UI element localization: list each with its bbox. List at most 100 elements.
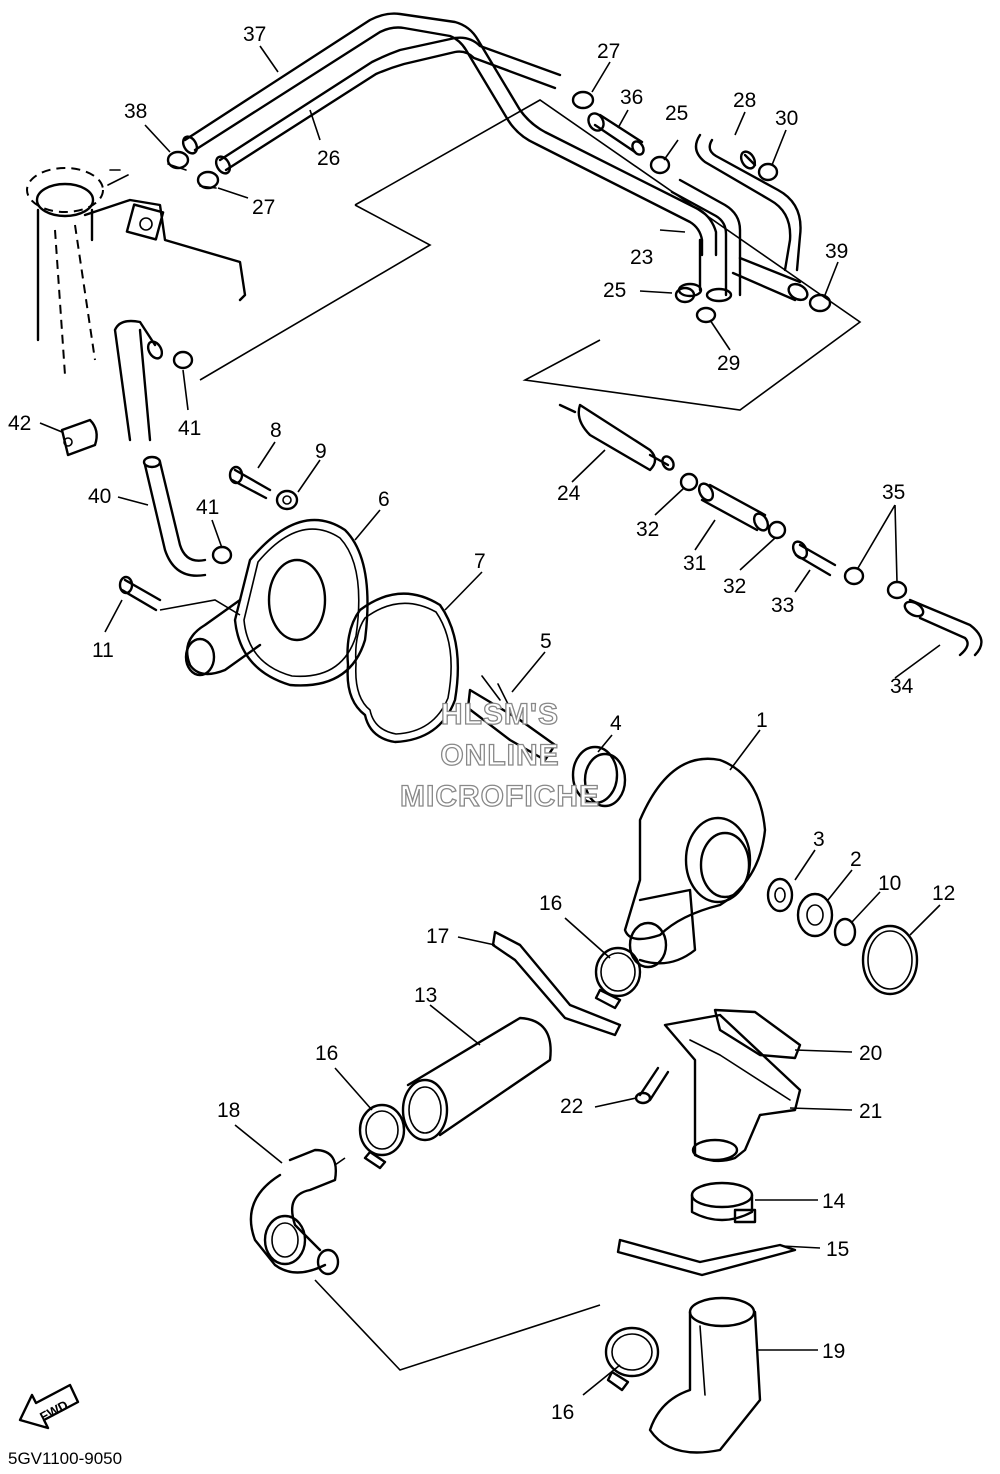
clamp-39 xyxy=(808,293,832,313)
callout-label: 25 xyxy=(665,102,688,125)
clamp-25a xyxy=(649,155,671,175)
callout-label: 25 xyxy=(603,279,626,302)
callout-label: 33 xyxy=(771,594,794,617)
clamp-16-lower xyxy=(604,1326,660,1392)
callout-label: 2 xyxy=(850,848,862,871)
pipe-19 xyxy=(648,1296,762,1454)
hose-39-end xyxy=(731,256,809,302)
callout-label: 26 xyxy=(317,147,340,170)
callout-label: 16 xyxy=(539,892,562,915)
callout-label: 24 xyxy=(557,482,581,505)
callout-label: 34 xyxy=(890,675,914,698)
watermark-line-2: ONLINE xyxy=(440,739,559,772)
clamp-30 xyxy=(757,162,779,182)
callout-label: 41 xyxy=(178,417,201,440)
callout-label: 37 xyxy=(243,23,266,46)
o-ring-12 xyxy=(861,924,919,996)
hose-26 xyxy=(214,36,562,175)
clamp-32b xyxy=(767,520,787,540)
callout-label: 15 xyxy=(826,1238,849,1261)
housing-cover-6 xyxy=(184,518,369,687)
impeller-5 xyxy=(466,675,557,762)
drawing-code: 5GV1100-9050 xyxy=(8,1449,122,1468)
clamp-41b xyxy=(211,545,233,565)
callout-label: 28 xyxy=(733,89,756,112)
watermark-line-3: MICROFICHE xyxy=(400,780,600,813)
callout-label: 40 xyxy=(88,485,111,508)
clamp-16-upper xyxy=(594,946,642,1010)
clamp-16-middle xyxy=(358,1103,406,1170)
callout-label: 35 xyxy=(882,481,905,504)
bracket-15 xyxy=(616,1238,797,1277)
clip-42 xyxy=(60,418,98,457)
callout-label: 12 xyxy=(932,882,955,905)
fwd-arrow-icon: FWD xyxy=(18,1383,80,1430)
callout-label: 13 xyxy=(414,984,437,1007)
bolt-22 xyxy=(634,1066,670,1105)
filter-24 xyxy=(558,403,675,472)
callout-label: 21 xyxy=(859,1100,882,1123)
watermark: HLSM'S ONLINE MICROFICHE xyxy=(399,697,600,813)
hose-41-upper xyxy=(113,319,164,442)
hose-34 xyxy=(903,598,983,657)
callout-label: 7 xyxy=(474,550,486,573)
clamp-35a xyxy=(843,566,865,586)
callout-label: 27 xyxy=(597,40,620,63)
clamp-38 xyxy=(166,150,190,171)
leader-lines xyxy=(39,45,941,1396)
callout-label: 10 xyxy=(878,872,901,895)
callout-label: 29 xyxy=(717,352,740,375)
callout-label: 32 xyxy=(636,518,659,541)
callout-label: 17 xyxy=(426,925,449,948)
clamp-14 xyxy=(690,1181,757,1224)
fitting-33 xyxy=(791,540,837,577)
callout-label: 42 xyxy=(8,412,31,435)
callout-label: 36 xyxy=(620,86,643,109)
callout-label: 4 xyxy=(610,712,622,735)
hose-13 xyxy=(401,1016,552,1142)
bearing-2 xyxy=(796,892,834,938)
callout-label: 31 xyxy=(683,552,706,575)
callout-label: 6 xyxy=(378,488,390,511)
pump-housing-1 xyxy=(623,757,767,969)
hose-23 xyxy=(670,178,742,303)
clamp-27a xyxy=(196,170,220,190)
clamp-35b xyxy=(886,580,908,600)
fitting-36 xyxy=(587,112,645,156)
clamp-32a xyxy=(679,472,699,492)
callout-label: 18 xyxy=(217,1099,240,1122)
callout-label: 14 xyxy=(822,1190,846,1213)
clamp-41a xyxy=(172,350,194,370)
bearing-3 xyxy=(766,877,794,913)
gasket-7 xyxy=(346,592,460,744)
callout-label: 23 xyxy=(630,246,653,269)
callout-labels: 1 2 3 4 5 6 7 8 9 10 11 12 13 14 15 16 1… xyxy=(8,23,955,1424)
watermark-line-1: HLSM'S xyxy=(441,698,559,731)
fwd-label: FWD xyxy=(37,1397,70,1424)
callout-label: 19 xyxy=(822,1340,845,1363)
callout-label: 38 xyxy=(124,100,147,123)
hose-31 xyxy=(697,482,770,532)
bolt-8 xyxy=(228,465,272,500)
clamp-27b xyxy=(571,90,595,110)
callout-label: 5 xyxy=(540,630,552,653)
callout-label: 16 xyxy=(315,1042,338,1065)
callout-label: 32 xyxy=(723,575,746,598)
thermostat-cover-21 xyxy=(663,1013,802,1163)
callout-label: 11 xyxy=(92,639,114,662)
clamp-29 xyxy=(695,306,717,324)
washer-9 xyxy=(275,489,299,511)
hose-40 xyxy=(142,455,207,577)
circlip-10 xyxy=(833,917,857,947)
callout-label: 27 xyxy=(252,196,275,219)
gasket-20 xyxy=(713,1008,802,1060)
callout-label: 30 xyxy=(775,107,798,130)
callout-label: 20 xyxy=(859,1042,882,1065)
callout-label: 39 xyxy=(825,240,848,263)
callout-label: 16 xyxy=(551,1401,574,1424)
bracket-17 xyxy=(491,930,622,1037)
hose-18 xyxy=(249,1148,340,1276)
clamp-25b xyxy=(674,286,696,304)
bolt-11 xyxy=(118,575,162,612)
